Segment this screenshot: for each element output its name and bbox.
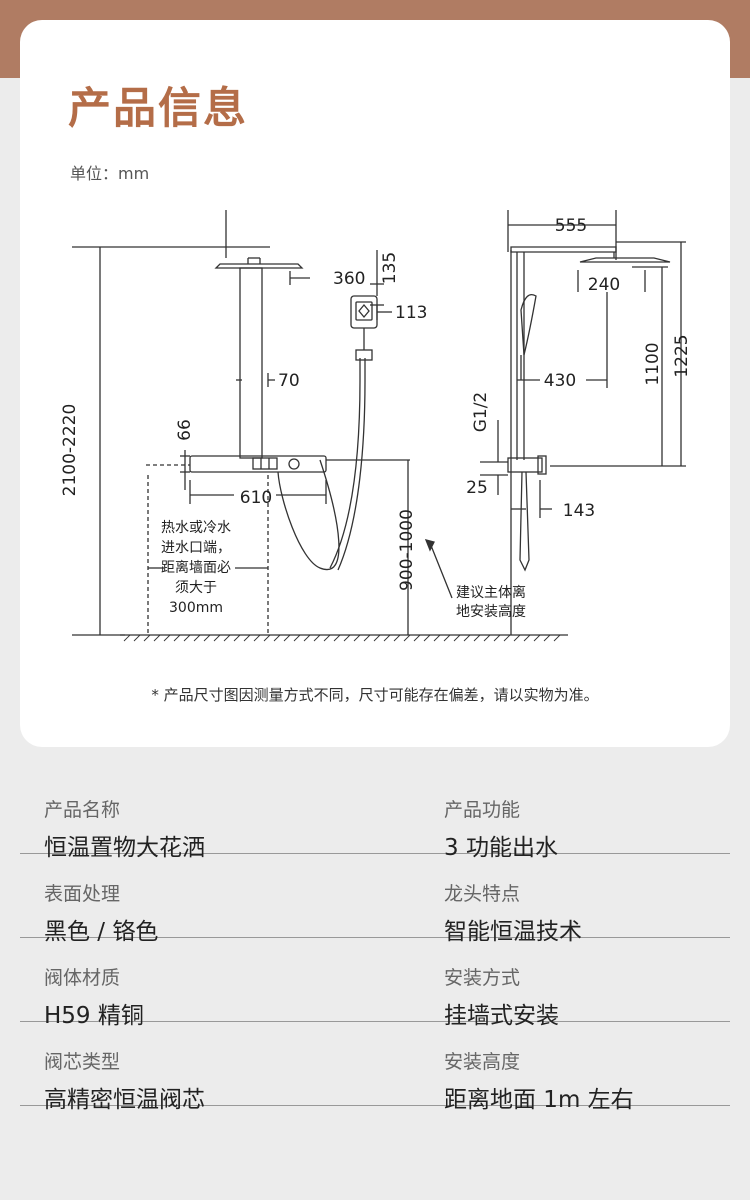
side-valve-body: [507, 457, 543, 473]
svg-text:进水口端，: 进水口端，: [161, 540, 231, 556]
dimension-diagram: 2100-2220 360 135 113 70 66 610 900-1000…: [60, 210, 692, 642]
spec-row: 表面处理 黑色 / 铬色 龙头特点 智能恒温技术: [20, 854, 730, 945]
front-height-note: 建议主体离 地安装高度: [456, 584, 526, 620]
floor-hatch: [123, 634, 561, 642]
spec-row: 产品名称 恒温置物大花洒 产品功能 3 功能出水: [20, 770, 730, 861]
spec-row: 阀芯类型 高精密恒温阀芯 安装高度 距离地面 1m 左右: [20, 1022, 730, 1113]
svg-text:热水或冷水: 热水或冷水: [161, 520, 231, 536]
side-thread-label: G1/2: [471, 392, 491, 433]
side-handheld-offset-label: 430: [544, 371, 576, 391]
spec-label-function: 产品功能: [444, 799, 521, 821]
spec-value-cartridge: 高精密恒温阀芯: [44, 1087, 205, 1113]
front-panel-width-label: 610: [240, 488, 272, 508]
front-inlet-note: 热水或冷水 进水口端， 距离墙面必 须大于 300mm: [161, 520, 231, 616]
front-pipe-spacing-label: 70: [278, 371, 300, 391]
front-handheld-shower: [350, 295, 378, 329]
spec-label-finish: 表面处理: [44, 883, 121, 905]
spec-value-product-name: 恒温置物大花洒: [44, 835, 205, 861]
front-handheld-holder: [355, 349, 373, 361]
front-height-label: 2100-2220: [60, 404, 80, 497]
side-arm-length-label: 555: [555, 216, 587, 236]
side-height-1225-label: 1225: [672, 334, 692, 377]
spec-label-feature: 龙头特点: [444, 883, 521, 905]
front-handheld-width-label: 113: [395, 303, 427, 323]
product-info-card: 产品信息 单位：mm: [20, 20, 730, 747]
svg-text:距离墙面必: 距离墙面必: [161, 559, 231, 576]
side-shower-arm: [510, 246, 617, 253]
spec-value-material: H59 精铜: [44, 1003, 144, 1029]
spec-label-product-name: 产品名称: [44, 799, 121, 821]
front-panel-knob: [288, 458, 300, 470]
svg-text:地安装高度: 地安装高度: [456, 603, 526, 620]
front-handheld-height-label: 135: [380, 252, 400, 284]
front-panel-height-label: 66: [175, 419, 195, 441]
spec-row: 阀体材质 H59 精铜 安装方式 挂墙式安装: [20, 938, 730, 1029]
front-riser-pipe: [239, 267, 263, 459]
spec-value-feature: 智能恒温技术: [444, 919, 582, 945]
spec-value-finish: 黑色 / 铬色: [44, 919, 159, 945]
front-install-height-label: 900-1000: [397, 509, 417, 591]
spec-label-material: 阀体材质: [44, 967, 121, 989]
side-shower-head: [579, 257, 671, 263]
spec-table: 产品名称 恒温置物大花洒 产品功能 3 功能出水 表面处理 黑色 / 铬色 龙头…: [20, 770, 730, 1113]
side-height-1100-label: 1100: [643, 342, 663, 385]
side-depth-label: 143: [563, 501, 595, 521]
svg-text:建议主体离: 建议主体离: [456, 584, 526, 601]
spec-label-install-height: 安装高度: [444, 1051, 521, 1073]
spec-value-function: 3 功能出水: [444, 835, 558, 861]
side-head-diameter-label: 240: [588, 275, 620, 295]
front-head-width-label: 360: [333, 269, 365, 289]
spec-value-install-height: 距离地面 1m 左右: [444, 1087, 634, 1113]
unit-label: 单位：mm: [70, 164, 150, 183]
svg-text:须大于: 须大于: [175, 580, 217, 596]
front-panel-buttons: [252, 457, 278, 470]
spec-value-install-method: 挂墙式安装: [444, 1003, 559, 1029]
side-inlet-offset-label: 25: [466, 478, 488, 498]
front-shower-head: [214, 263, 304, 269]
page-title: 产品信息: [68, 84, 248, 134]
spec-label-install-method: 安装方式: [444, 967, 521, 989]
svg-text:300mm: 300mm: [169, 600, 223, 616]
front-thermostat-panel: [189, 455, 327, 473]
spec-label-cartridge: 阀芯类型: [44, 1051, 121, 1073]
side-handheld-shower: [520, 293, 537, 356]
disclaimer-note: * 产品尺寸图因测量方式不同，尺寸可能存在偏差，请以实物为准。: [151, 686, 599, 704]
front-hose: [277, 459, 340, 571]
